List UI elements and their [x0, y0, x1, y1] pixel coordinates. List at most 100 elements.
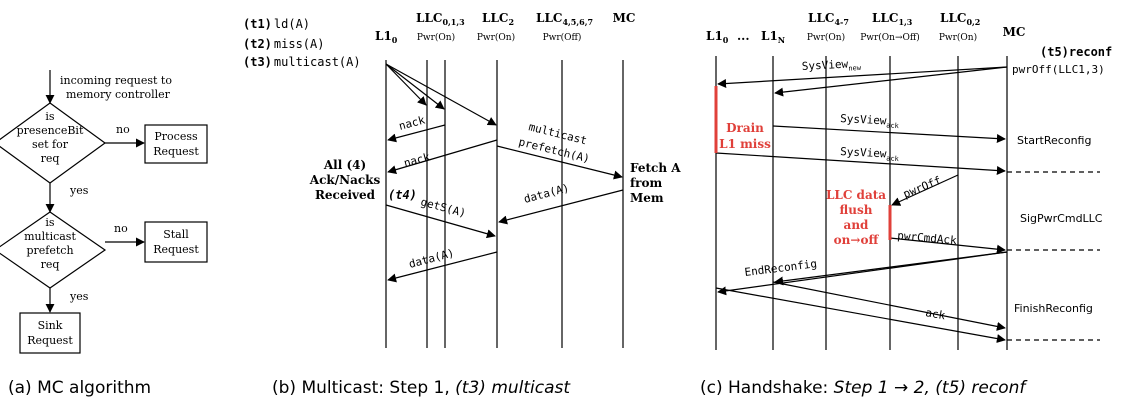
pwroff-msg: pwrOff	[901, 174, 943, 201]
sink-request-box	[19, 312, 81, 354]
c-l1n-head: L1	[761, 29, 778, 43]
svg-text:LLC4,5,6,7: LLC4,5,6,7	[536, 11, 593, 27]
b-llc013-head: LLC	[416, 11, 442, 25]
msg-data-2: data(A)	[407, 246, 455, 271]
caption-b-em: (t3) multicast	[455, 378, 571, 398]
stall-line1: Stall	[163, 228, 189, 241]
yes-label-1: yes	[69, 184, 89, 197]
svg-text:(t3)multicast(A): (t3)multicast(A)	[243, 55, 361, 69]
all-ack-2: Ack/Nacks	[309, 173, 381, 187]
svg-text:LLC0,2: LLC0,2	[940, 11, 980, 27]
process-line2: Request	[153, 145, 199, 158]
yes-label-2: yes	[69, 290, 89, 303]
b-llc2-sub: 2	[508, 17, 514, 27]
all-ack-1: All (4)	[323, 158, 366, 172]
svg-text:L10: L10	[375, 29, 398, 45]
caption-c-em: Step 1 → 2, (t5) reconf	[834, 378, 1029, 398]
b-mc-head: MC	[613, 11, 636, 25]
svg-text:(b) Multicast: Step 1, (t3) mu: (b) Multicast: Step 1, (t3) multicast	[272, 378, 571, 398]
d1-line1: is	[45, 110, 55, 123]
t5-tag: (t5)	[1040, 45, 1069, 59]
all-ack-3: Received	[315, 188, 376, 202]
sysview-ack-2-sub: ack	[886, 154, 900, 163]
panel-a	[0, 70, 208, 354]
svg-text:SysViewnew: SysViewnew	[801, 57, 861, 75]
msg-nack-1: nack	[397, 113, 426, 133]
b-l1-sub: 0	[392, 35, 398, 45]
b-llc013-pwr: Pwr(On)	[417, 32, 455, 43]
b-llc2-pwr: Pwr(On)	[477, 32, 515, 43]
c-llc02-pwr: Pwr(On)	[939, 32, 977, 43]
c-llc13-pwr: Pwr(On→Off)	[860, 32, 920, 43]
svg-text:LLC4-7: LLC4-7	[808, 11, 849, 27]
t2-tag: (t2)	[243, 37, 272, 51]
caption-b-pre: (b) Multicast: Step 1,	[272, 378, 455, 398]
drain-2: L1 miss	[719, 137, 771, 151]
flush-2: flush	[840, 203, 873, 217]
pwr-cmd-ack: pwrCmdAck	[897, 229, 958, 247]
sysview-ack-1: SysView	[840, 112, 887, 127]
sysview-new: SysView	[801, 58, 848, 73]
d2-line4: req	[41, 258, 60, 271]
d1-line4: req	[41, 152, 60, 165]
c-l10-sub: 0	[723, 35, 729, 45]
d1-line3: set for	[32, 138, 69, 151]
t3-tag: (t3)	[243, 55, 272, 69]
b-l1-head: L1	[375, 29, 392, 43]
flush-4: on→off	[834, 233, 880, 247]
b-llc013-sub: 0,1,3	[442, 17, 465, 27]
sink-line2: Request	[27, 334, 73, 347]
d1-line2: presenceBit	[17, 124, 84, 137]
flush-3: and	[844, 218, 870, 232]
t1-text: ld(A)	[274, 17, 310, 31]
c-l10-head: L1	[706, 29, 723, 43]
sysview-new-sub: new	[848, 64, 862, 73]
panel-b	[385, 60, 624, 348]
svg-text:SysViewack: SysViewack	[840, 145, 900, 163]
c-llc02-head: LLC	[940, 11, 966, 25]
sysview-ack-2: SysView	[840, 145, 887, 160]
c-llc47-head: LLC	[808, 11, 834, 25]
drain-1: Drain	[726, 121, 764, 135]
t4-label: (t4)	[388, 188, 417, 202]
fetch-2: from	[630, 176, 662, 190]
t1-tag: (t1)	[243, 17, 272, 31]
c-l1n-sub: N	[778, 35, 785, 45]
b-llc4567-pwr: Pwr(Off)	[543, 32, 582, 43]
d2-line2: multicast	[24, 230, 76, 243]
svg-text:L1N: L1N	[761, 29, 785, 45]
sysview-ack-1-sub: ack	[886, 121, 900, 130]
stall-line2: Request	[153, 243, 199, 256]
d2-line1: is	[45, 216, 55, 229]
start-reconfig: StartReconfig	[1017, 134, 1091, 147]
pwroff-call: pwrOff(LLC1,3)	[1012, 63, 1105, 76]
svg-text:SysViewack: SysViewack	[840, 112, 900, 130]
incoming-line2: memory controller	[66, 88, 171, 101]
fetch-3: Mem	[630, 191, 664, 205]
svg-text:(t5)reconf: (t5)reconf	[1040, 45, 1112, 59]
d2-line3: prefetch	[26, 244, 73, 257]
ack-msg: ack	[924, 306, 946, 322]
c-llc47-pwr: Pwr(On)	[807, 32, 845, 43]
b-llc2-head: LLC	[482, 11, 508, 25]
svg-text:(t2)miss(A): (t2)miss(A)	[243, 37, 324, 51]
caption-c-pre: (c) Handshake:	[700, 378, 834, 398]
svg-text:LLC1,3: LLC1,3	[872, 11, 913, 27]
no-label-1: no	[116, 123, 130, 136]
t3-text: multicast(A)	[274, 55, 361, 69]
sig-pwr: SigPwrCmdLLC	[1020, 212, 1103, 225]
svg-text:L10: L10	[706, 29, 729, 45]
incoming-line1: incoming request to	[60, 74, 172, 87]
stall-request-box	[144, 221, 208, 263]
svg-text:LLC2: LLC2	[482, 11, 514, 27]
t5-text: reconf	[1069, 45, 1112, 59]
svg-text:LLC0,1,3: LLC0,1,3	[416, 11, 465, 27]
svg-text:(t1)ld(A): (t1)ld(A)	[243, 17, 310, 31]
msg-data-1: data(A)	[522, 181, 570, 206]
flush-1: LLC data	[826, 188, 886, 202]
c-llc02-sub: 0,2	[966, 17, 980, 27]
finish-reconfig: FinishReconfig	[1014, 302, 1093, 315]
process-request-box	[144, 124, 208, 164]
b-llc4567-head: LLC	[536, 11, 562, 25]
